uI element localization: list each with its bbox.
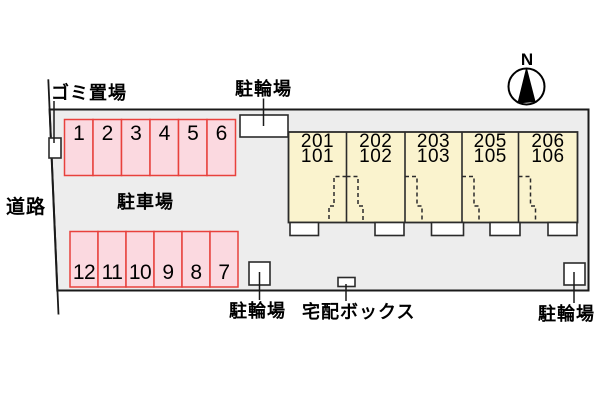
unit-lower-number: 101: [300, 145, 335, 167]
parking-space: [120, 118, 151, 177]
parking-lot-label: 駐車場: [117, 192, 174, 212]
parking-space-number: 8: [190, 261, 202, 284]
unit-label: 206 106: [519, 131, 578, 167]
parking-space-number: 6: [215, 122, 228, 145]
parking-row-bottom: [69, 230, 239, 288]
unit-lower-number: 102: [359, 145, 393, 167]
unit-label: 203 103: [405, 131, 462, 167]
parking-space-number: 12: [72, 261, 96, 284]
bicycle-parking-label-top: 駐輪場: [235, 79, 292, 99]
parking-space: [63, 118, 94, 177]
bicycle-parking-label-right: 駐輪場: [538, 304, 595, 324]
unit-label: 202 102: [347, 131, 406, 167]
parking-space: [92, 118, 123, 177]
unit-upper-number: 202: [359, 131, 393, 152]
bicycle-parking-label-mid: 駐輪場: [229, 301, 286, 321]
unit-label: 201 101: [289, 131, 347, 167]
unit-upper-number: 203: [416, 131, 451, 152]
entrance-porch: [489, 221, 521, 237]
parking-space-number: 5: [187, 122, 199, 145]
parking-space: [209, 230, 239, 288]
north-compass-icon: [507, 67, 546, 106]
unit-lower-number: 106: [531, 145, 565, 167]
delivery-box-label: 宅配ボックス: [302, 302, 416, 322]
unit-upper-number: 206: [531, 131, 565, 152]
apartment-building: [287, 131, 579, 237]
unit-upper-number: 205: [473, 131, 507, 152]
parking-space: [97, 230, 127, 288]
entrance-porch: [430, 221, 465, 237]
garbage-area-box: [48, 137, 62, 159]
entrance-dashed-mark: [462, 175, 480, 222]
parking-space-number: 7: [218, 261, 230, 284]
parking-space-number: 2: [101, 122, 114, 145]
entrance-dashed-mark: [405, 175, 423, 222]
parking-space-number: 4: [158, 122, 171, 145]
parking-space: [69, 230, 99, 288]
parking-space-number: 3: [130, 122, 142, 145]
parking-space-number: 9: [162, 261, 174, 284]
parking-space-number: 1: [73, 122, 85, 145]
parking-space: [125, 230, 155, 288]
unit-label: 205 105: [462, 131, 519, 167]
entrance-dashed-mark: [346, 175, 364, 222]
parking-space: [206, 118, 237, 177]
compass-needle: [517, 68, 536, 104]
entrance-porch: [289, 221, 320, 237]
entrance-porch: [547, 221, 578, 237]
road-edge-line: [47, 79, 60, 315]
garbage-area-label: ゴミ置場: [51, 83, 127, 103]
unit-lower-number: 103: [416, 145, 451, 167]
entrance-dashed-mark: [518, 175, 537, 222]
unit-upper-number: 201: [300, 131, 335, 152]
north-label: N: [520, 50, 534, 69]
parking-row-top: [63, 118, 237, 177]
road-label: 道路: [6, 197, 47, 218]
parking-space-number: 11: [101, 261, 123, 284]
entrance-dashed-mark: [328, 175, 347, 222]
entrance-porch: [374, 221, 405, 237]
parking-space: [153, 230, 183, 288]
parking-space-number: 10: [128, 261, 152, 284]
unit-lower-number: 105: [473, 145, 507, 167]
